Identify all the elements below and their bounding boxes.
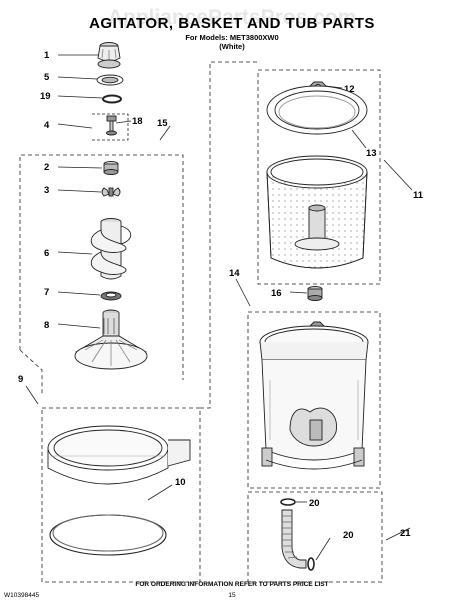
- callout-19: 19: [40, 91, 51, 102]
- model-color: (White): [219, 42, 245, 51]
- callout-13: 13: [366, 148, 377, 159]
- callout-12: 12: [344, 84, 355, 95]
- page-number: 15: [228, 592, 236, 599]
- assembly-15-outline-tail: [19, 349, 43, 395]
- drain-hose: [281, 509, 307, 569]
- callout-15: 15: [157, 118, 168, 129]
- ordering-note: FOR ORDERING INFORMATION REFER TO PARTS …: [135, 581, 328, 588]
- leader-line-15: [159, 125, 171, 141]
- callout-1: 1: [44, 50, 50, 61]
- leader-line-3: [57, 189, 102, 193]
- assembly-14-outline: [247, 311, 381, 489]
- callout-11: 11: [413, 190, 424, 201]
- part-1-dispenser-cap: [97, 42, 121, 69]
- part-8-agitator-base: [74, 309, 148, 370]
- part-18-bolt: [106, 115, 117, 136]
- part-20-hose-clamp-bottom: [307, 557, 315, 571]
- watermark-text: AppliancePartsPros.com: [108, 6, 357, 29]
- assembly-15-outline: [19, 154, 184, 380]
- callout-9: 9: [18, 374, 23, 385]
- callout-14: 14: [229, 268, 240, 279]
- callout-4: 4: [44, 120, 50, 131]
- leader-line-5: [57, 76, 98, 80]
- part-6-auger: [90, 218, 132, 280]
- part-10-tub-seal: [49, 514, 167, 556]
- leader-line-13: [351, 129, 367, 149]
- part-2-agitator-cam: [103, 161, 119, 175]
- callout-20-upper: 20: [309, 498, 320, 509]
- leader-line-10: [147, 484, 173, 501]
- part-19-o-ring: [102, 94, 122, 104]
- leader-line-8: [57, 323, 101, 329]
- page-title: AGITATOR, BASKET AND TUB PARTS: [89, 15, 375, 32]
- callout-7: 7: [44, 287, 49, 298]
- callout-6: 6: [44, 248, 49, 259]
- callout-16: 16: [271, 288, 282, 299]
- part-4-bracket: [92, 113, 129, 141]
- part-7-bearing: [100, 291, 122, 301]
- leader-line-7: [57, 291, 101, 296]
- callout-5: 5: [44, 72, 50, 83]
- leader-line-2: [57, 166, 103, 169]
- document-number: W10398445: [4, 592, 39, 599]
- leader-line-11: [383, 159, 413, 191]
- callout-18: 18: [132, 116, 143, 127]
- part-9-tub-ring: [47, 425, 191, 485]
- part-5-seal: [96, 74, 124, 86]
- part-13-balance-ring: [266, 85, 368, 135]
- callout-10: 10: [175, 477, 186, 488]
- outer-tub: [259, 325, 369, 470]
- part-16-drive-hub: [307, 286, 323, 301]
- leader-line-9: [25, 385, 39, 405]
- part-3-agitator-dogs: [101, 187, 121, 197]
- callout-20-lower: 20: [343, 530, 354, 541]
- assembly-connector-line: [200, 61, 258, 409]
- leader-line-6: [57, 251, 93, 255]
- assembly-21-outline: [247, 491, 383, 583]
- assembly-9-outline: [41, 407, 201, 583]
- leader-line-14: [235, 278, 251, 307]
- leader-line-4: [57, 123, 93, 129]
- callout-21: 21: [400, 528, 411, 539]
- leader-line-18: [115, 120, 132, 124]
- model-number: For Models: MET3800XW0: [185, 33, 278, 42]
- part-20-hose-clamp-top: [280, 498, 296, 506]
- leader-line-20b: [315, 537, 331, 561]
- leader-line-16: [289, 291, 308, 294]
- callout-2: 2: [44, 162, 49, 173]
- callout-3: 3: [44, 185, 49, 196]
- leader-line-19: [57, 95, 103, 99]
- leader-line-21: [385, 527, 411, 541]
- callout-8: 8: [44, 320, 49, 331]
- wash-basket: [266, 155, 368, 269]
